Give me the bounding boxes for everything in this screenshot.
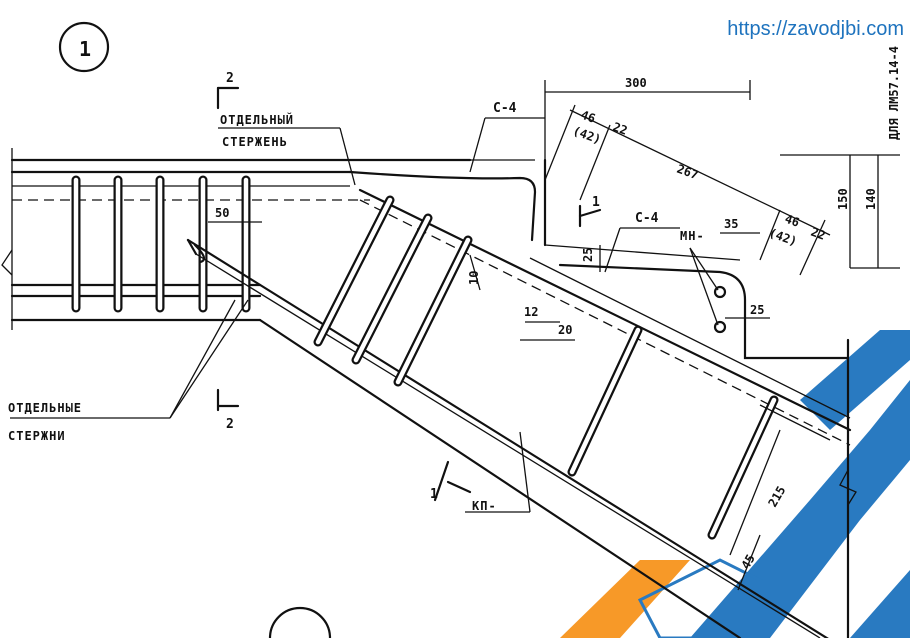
dim-42-b: (42): [767, 226, 799, 249]
dim-46-a: 46: [579, 108, 597, 126]
dim-46-b: 46: [783, 212, 801, 230]
section-mark-1-bottom: 1: [430, 487, 438, 502]
dim-42-a: (42): [571, 124, 603, 147]
side-note: ДЛЯ ЛМ57.14-4: [887, 46, 901, 140]
dim-12: 12: [524, 305, 538, 319]
inclined-beam: [186, 188, 857, 638]
label-c4-top: С-4: [493, 101, 517, 116]
detail-number: 1: [79, 37, 91, 61]
watermark-outline: [637, 558, 763, 638]
detail-number-circle: [58, 21, 110, 73]
inclined-stirrups: [313, 195, 779, 540]
dim-300: 300: [625, 76, 647, 90]
watermark-blue-stroke-1: [690, 380, 910, 638]
label-separate-bars-line2: СТЕРЖНИ: [8, 429, 66, 443]
dimension-lines: [208, 80, 900, 591]
dim-140: 140: [864, 188, 878, 210]
horizontal-stirrups: [71, 175, 251, 313]
dim-50: 50: [215, 206, 229, 220]
watermark-logo: [560, 330, 910, 638]
label-separate-bar-line2: СТЕРЖЕНЬ: [222, 135, 288, 149]
dim-25-a: 25: [581, 248, 595, 262]
mesh-bar-circle-1: [713, 285, 727, 299]
label-mn: МН-: [680, 229, 705, 243]
label-kp: КП-: [472, 499, 497, 513]
horizontal-beam: [1, 148, 547, 330]
watermark-blue-stroke-2: [800, 330, 910, 430]
section-mark-1-mid: 1: [592, 195, 600, 210]
dim-10: 10: [467, 271, 481, 285]
leader-lines: [10, 86, 719, 513]
bottom-detail-circle: [268, 606, 332, 638]
dim-150: 150: [836, 188, 850, 210]
label-separate-bar-line1: ОТДЕЛЬНЫЙ: [220, 112, 294, 127]
dim-25-b: 25: [750, 303, 764, 317]
watermark-blue-stroke-3: [850, 570, 910, 638]
section-mark-2-top: 2: [226, 71, 234, 86]
dim-22-a: 22: [611, 120, 629, 138]
dim-22-b: 22: [809, 225, 827, 243]
dim-45: 45: [738, 552, 757, 572]
dim-35: 35: [724, 217, 738, 231]
dim-20: 20: [558, 323, 572, 337]
section-mark-2-bottom: 2: [226, 417, 234, 432]
mesh-bar-circle-2: [713, 320, 727, 334]
dim-215: 215: [765, 484, 788, 510]
watermark-orange-stroke: [560, 560, 690, 638]
watermark-url[interactable]: https://zavodjbi.com: [727, 18, 904, 40]
dim-267: 267: [675, 162, 700, 183]
label-c4-mid: С-4: [635, 211, 659, 226]
label-separate-bars-line1: ОТДЕЛЬНЫЕ: [8, 401, 82, 415]
